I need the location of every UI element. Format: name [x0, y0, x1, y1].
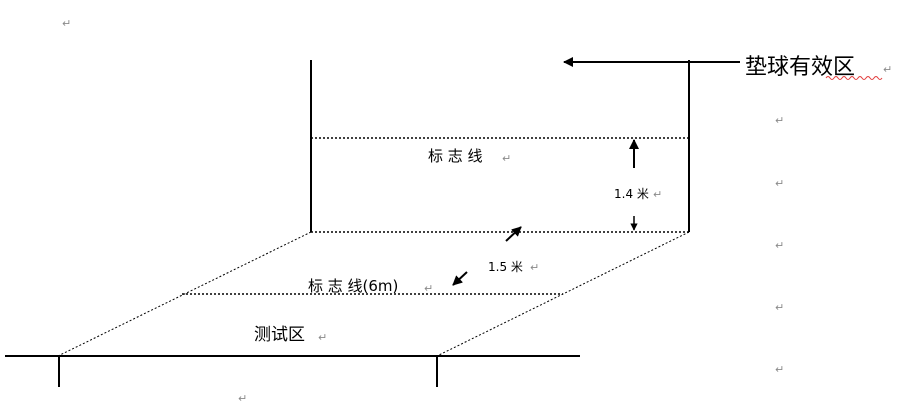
paragraph-mark: ↵: [530, 261, 539, 274]
paragraph-mark: ↵: [883, 63, 892, 76]
paragraph-mark: ↵: [775, 177, 784, 190]
upper-marker-line-label: 标 志 线: [428, 147, 483, 165]
lower-marker-line-label: 标 志 线(6m): [308, 277, 398, 295]
spellcheck-underline: [825, 76, 883, 80]
paragraph-mark: ↵: [775, 114, 784, 127]
paragraph-mark: ↵: [775, 363, 784, 376]
test-zone-label: 测试区: [254, 325, 305, 345]
distance-arrow-up: [505, 226, 522, 242]
paragraph-mark: ↵: [424, 282, 433, 295]
paragraph-mark: ↵: [318, 331, 327, 344]
height-value-label: 1.4 米: [614, 187, 649, 201]
paragraph-mark: ↵: [62, 17, 71, 30]
floor-left-edge: [57, 231, 312, 357]
distance-arrow-down: [452, 271, 468, 286]
paragraph-mark: ↵: [653, 188, 662, 201]
paragraph-mark: ↵: [238, 392, 247, 405]
paragraph-mark: ↵: [775, 239, 784, 252]
paragraph-mark: ↵: [502, 152, 511, 165]
effective-zone-label: 垫球有效区: [745, 55, 855, 80]
distance-value-label: 1.5 米: [488, 260, 523, 274]
paragraph-mark: ↵: [775, 301, 784, 314]
